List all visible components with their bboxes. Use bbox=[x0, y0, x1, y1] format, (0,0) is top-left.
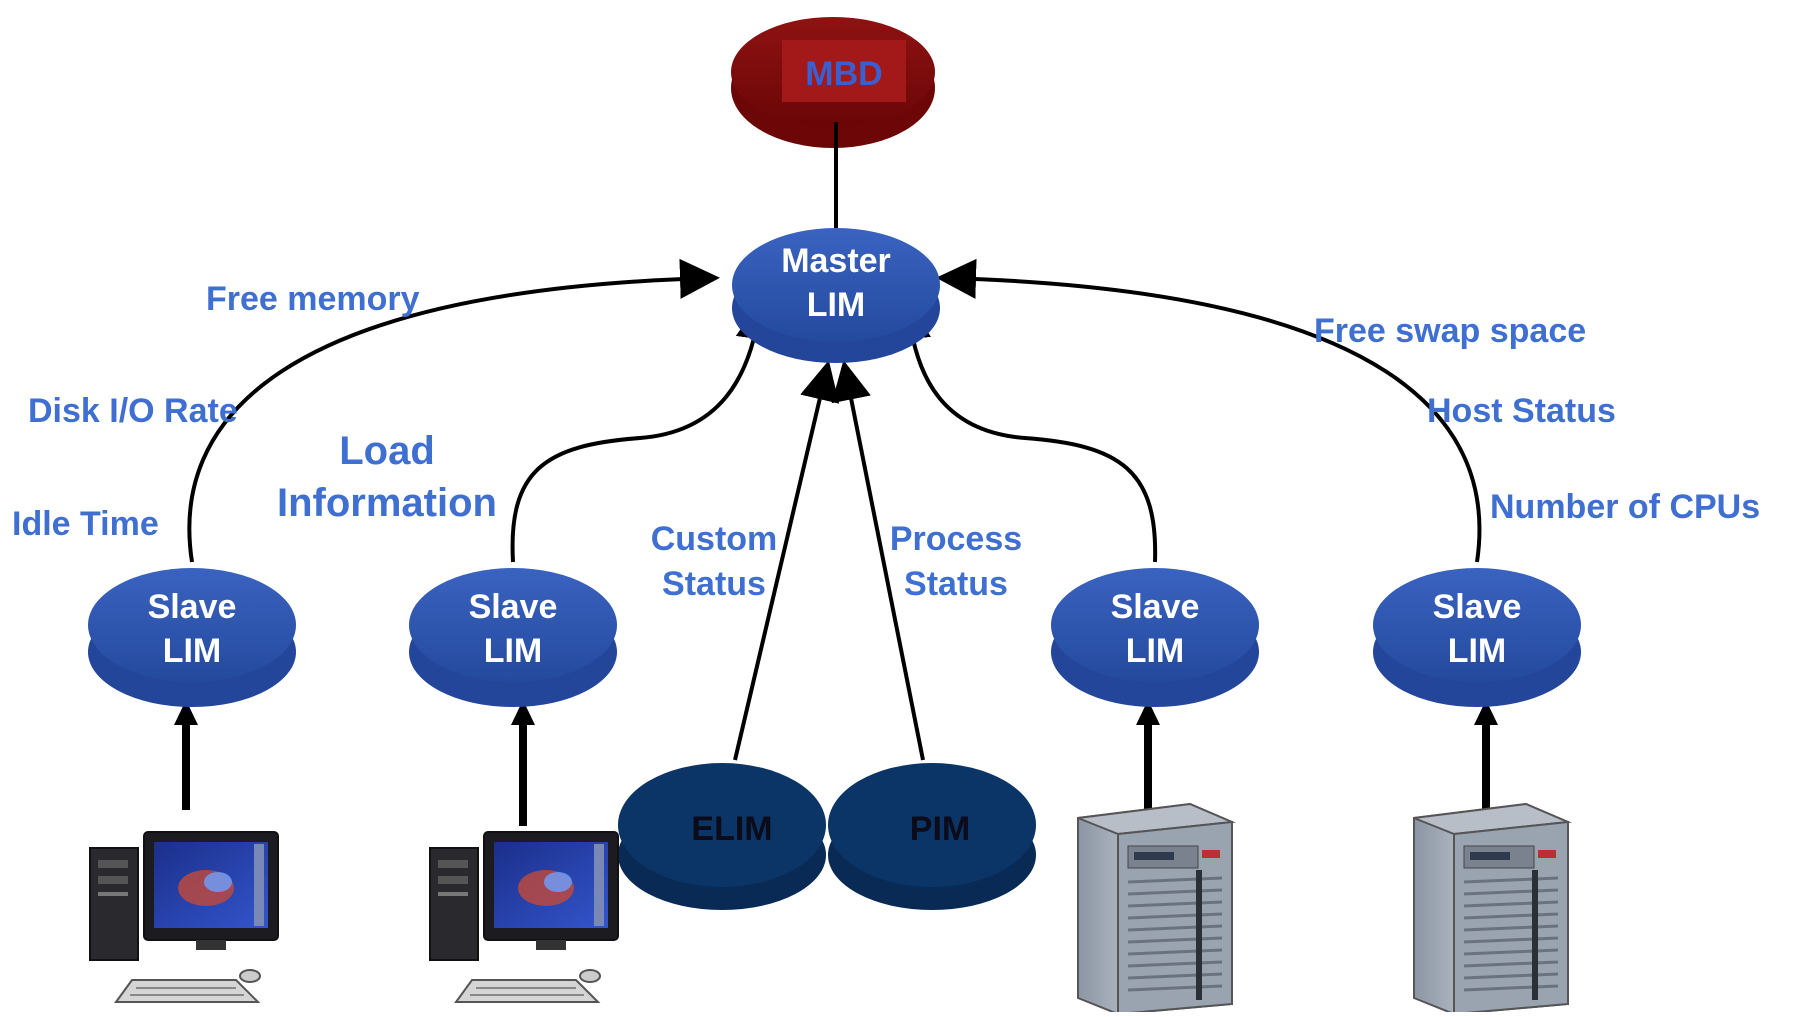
label-number-of-cpus: Number of CPUs bbox=[1490, 488, 1760, 526]
workstation-icon bbox=[429, 831, 619, 1003]
label-process-status-2: Status bbox=[904, 565, 1008, 603]
slave-lim-4-label-1: Slave bbox=[1433, 588, 1522, 626]
workstation-icon bbox=[89, 831, 279, 1003]
elim-node: ELIM bbox=[618, 763, 826, 910]
label-free-memory: Free memory bbox=[206, 280, 420, 318]
slave-lim-node-3: Slave LIM bbox=[1051, 568, 1259, 707]
master-lim-node: Master LIM bbox=[732, 228, 940, 363]
arrow-slave2-master bbox=[510, 299, 776, 563]
arrow-slave4-master bbox=[936, 258, 1482, 563]
pim-label: PIM bbox=[910, 810, 970, 848]
arrow-slave1-master bbox=[187, 258, 720, 563]
mbd-node: MBD bbox=[731, 17, 935, 148]
label-process-status-1: Process bbox=[890, 520, 1022, 558]
slave-lim-2-label-1: Slave bbox=[469, 588, 558, 626]
pim-node: PIM bbox=[828, 763, 1036, 910]
slave-lim-node-2: Slave LIM bbox=[409, 568, 617, 707]
slave-lim-1-label-1: Slave bbox=[148, 588, 237, 626]
slave-lim-3-label-1: Slave bbox=[1111, 588, 1200, 626]
label-free-swap-space: Free swap space bbox=[1314, 312, 1586, 350]
arrow-slave3-master bbox=[891, 299, 1158, 563]
slave-lim-1-label-2: LIM bbox=[163, 632, 222, 670]
master-lim-label-1: Master bbox=[781, 242, 891, 280]
arrow-pim-master bbox=[831, 360, 925, 761]
slave-lim-2-label-2: LIM bbox=[484, 632, 543, 670]
mbd-label: MBD bbox=[805, 55, 882, 93]
server-icon bbox=[1077, 802, 1236, 1016]
master-lim-label-2: LIM bbox=[807, 286, 866, 324]
label-load-information-2: Information bbox=[277, 481, 497, 525]
slave-lim-node-4: Slave LIM bbox=[1373, 568, 1581, 707]
slave-lim-3-label-2: LIM bbox=[1126, 632, 1185, 670]
slave-lim-4-label-2: LIM bbox=[1448, 632, 1507, 670]
label-idle-time: Idle Time bbox=[12, 505, 159, 543]
server-icon bbox=[1413, 802, 1572, 1016]
label-custom-status-1: Custom bbox=[651, 520, 778, 558]
elim-label: ELIM bbox=[691, 810, 772, 848]
label-load-information-1: Load bbox=[339, 429, 435, 473]
slave-lim-node-1: Slave LIM bbox=[88, 568, 296, 707]
label-custom-status-2: Status bbox=[662, 565, 766, 603]
connectors bbox=[187, 258, 1482, 761]
host-arrows bbox=[174, 700, 1498, 826]
label-host-status: Host Status bbox=[1427, 392, 1616, 430]
arrow-elim-master bbox=[733, 360, 840, 761]
label-disk-io-rate: Disk I/O Rate bbox=[28, 392, 238, 430]
